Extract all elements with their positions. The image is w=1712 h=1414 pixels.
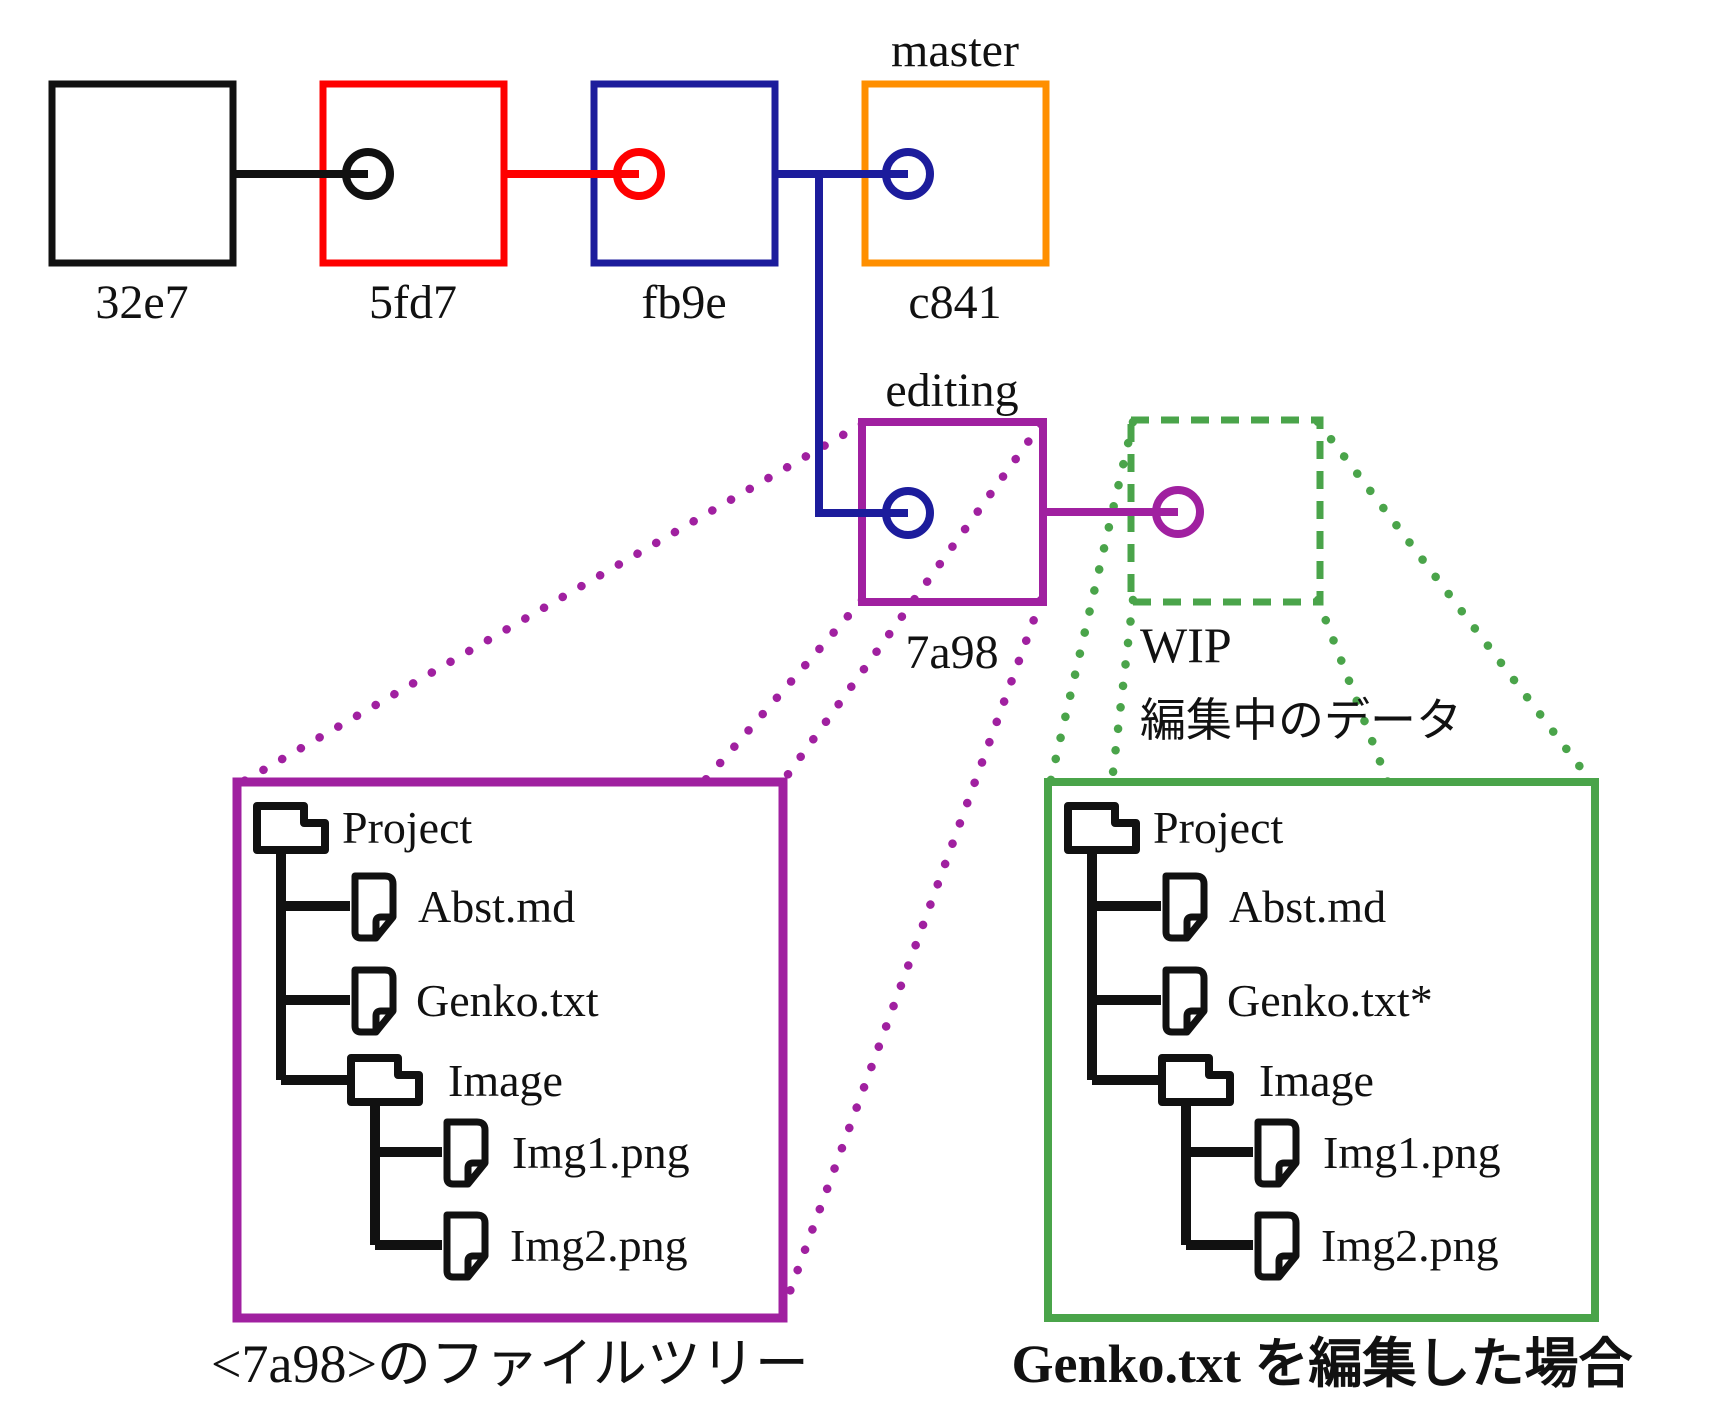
file-icon (1166, 876, 1204, 938)
projection-line-bottomright (776, 595, 1046, 1321)
commit-label-c841: c841 (908, 276, 1001, 329)
file-icon (1166, 970, 1204, 1032)
file-icon (1258, 1122, 1296, 1184)
file-icon (447, 1122, 485, 1184)
commit-label-32e7: 32e7 (95, 276, 188, 329)
tree-item-root: Project (342, 802, 473, 853)
projection-line-topleft (234, 419, 867, 789)
tree-item-subfile2: Img2.png (510, 1220, 688, 1271)
file-icon (447, 1215, 485, 1277)
file-tree-caption: Genko.txt を編集した場合 (1012, 1334, 1634, 1394)
link-fb9e-to-7a98 (815, 174, 908, 517)
file-icon (1258, 1215, 1296, 1277)
tree-item-subfolder: Image (1259, 1055, 1374, 1106)
file-tree-box (1044, 778, 1599, 1322)
tree-item-file2: Genko.txt (416, 975, 599, 1026)
file-icon (355, 876, 393, 938)
projection-line-topright (776, 419, 1046, 789)
wip-label: WIP (1140, 617, 1232, 673)
projection-line-bottomright (1313, 595, 1598, 1321)
wip-note: 編集中のデータ (1140, 695, 1462, 746)
commit-label-7a98: 7a98 (905, 626, 998, 679)
tree-item-file2-modified: Genko.txt* (1227, 975, 1433, 1026)
tree-item-subfile1: Img1.png (1323, 1127, 1501, 1178)
tree-item-subfile1: Img1.png (512, 1127, 690, 1178)
tree-connector-lines (276, 850, 442, 1250)
branch-label-editing: editing (885, 364, 1018, 417)
tree-item-file1: Abst.md (418, 881, 575, 932)
file-tree-wip: Project Abst.md Genko.txt* Image Img1.pn… (1012, 778, 1634, 1394)
tree-item-root: Project (1153, 802, 1284, 853)
tree-item-subfolder: Image (448, 1055, 563, 1106)
projection-line-topleft (1045, 417, 1138, 789)
branch-label-master: master (891, 24, 1019, 77)
wip-dashed-box (1127, 416, 1324, 606)
tree-connector-lines (1087, 850, 1253, 1250)
commit-box-32e7 (48, 80, 237, 267)
file-icon (355, 970, 393, 1032)
commit-label-5fd7: 5fd7 (369, 276, 457, 329)
file-tree-caption: <7a98>のファイルツリー (211, 1334, 809, 1394)
file-tree-box (232, 777, 788, 1323)
tree-item-subfile2: Img2.png (1321, 1220, 1499, 1271)
file-tree-7a98: Project Abst.md Genko.txt Image Img1.png… (211, 777, 809, 1394)
tree-item-file1: Abst.md (1229, 881, 1386, 932)
commit-label-fb9e: fb9e (641, 276, 726, 329)
